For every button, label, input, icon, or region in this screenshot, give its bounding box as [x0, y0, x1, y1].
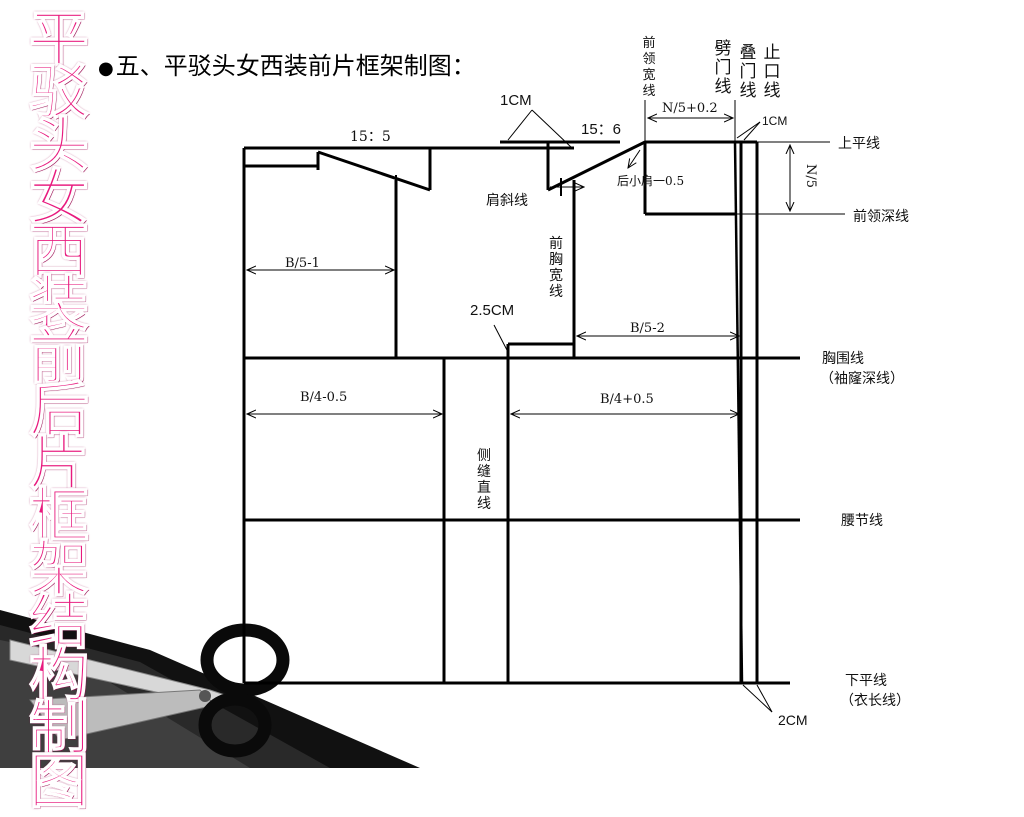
label-back-shoulder: 后小肩一0.5 — [617, 174, 685, 188]
label-one-cm-right: 1CM — [762, 114, 788, 128]
scissors-icon — [9, 623, 290, 758]
side-title: 平驳头女西装前后片框架结构制图 — [28, 5, 90, 817]
label-front-neck-width-line: 前领宽线 — [642, 36, 656, 99]
label-waist-line: 腰节线 — [841, 513, 883, 529]
label-button-line: 止口线 — [763, 43, 781, 101]
label-n5: N/5 — [803, 164, 818, 189]
label-two-cm: 2CM — [778, 712, 808, 728]
label-front-chest-width-line: 前胸宽线 — [549, 236, 563, 300]
label-garment-length-line: （衣长线） — [840, 693, 910, 709]
label-overlap-line: 叠门线 — [739, 43, 757, 101]
label-one-cm-top: 1CM — [500, 92, 532, 109]
label-chest-line: 胸围线 — [822, 351, 864, 367]
label-b4-minus: B/4-0.5 — [300, 390, 348, 405]
label-front-neck-depth-line: 前领深线 — [853, 209, 909, 225]
label-b4-plus: B/4+0.5 — [600, 392, 654, 407]
dimension-arrows — [247, 109, 790, 713]
label-b5-minus-2: B/5-2 — [630, 321, 665, 336]
framework-lines — [242, 140, 800, 685]
label-placket-line: 劈门线 — [714, 39, 732, 97]
label-side-seam-line: 侧缝直线 — [477, 448, 491, 512]
label-n5-plus: N/5+0.2 — [662, 101, 718, 116]
label-top-flat-line: 上平线 — [838, 136, 880, 152]
label-b5-minus-1: B/5-1 — [285, 256, 320, 271]
reference-lines — [644, 100, 845, 215]
heading-text: 五、平驳头女西装前片框架制图： — [115, 52, 476, 80]
page-heading: ●五、平驳头女西装前片框架制图： — [98, 46, 476, 81]
bullet-icon: ● — [98, 58, 114, 79]
label-bottom-line: 下平线 — [845, 673, 887, 689]
label-armhole-depth-line: （袖窿深线） — [820, 371, 904, 387]
pattern-diagram — [0, 100, 845, 768]
label-ratio-15-6: 15：6 — [581, 121, 622, 138]
label-two-five-cm: 2.5CM — [470, 302, 515, 319]
label-ratio-15-5: 15：5 — [350, 129, 391, 145]
label-shoulder-slope-line: 肩斜线 — [486, 193, 528, 209]
